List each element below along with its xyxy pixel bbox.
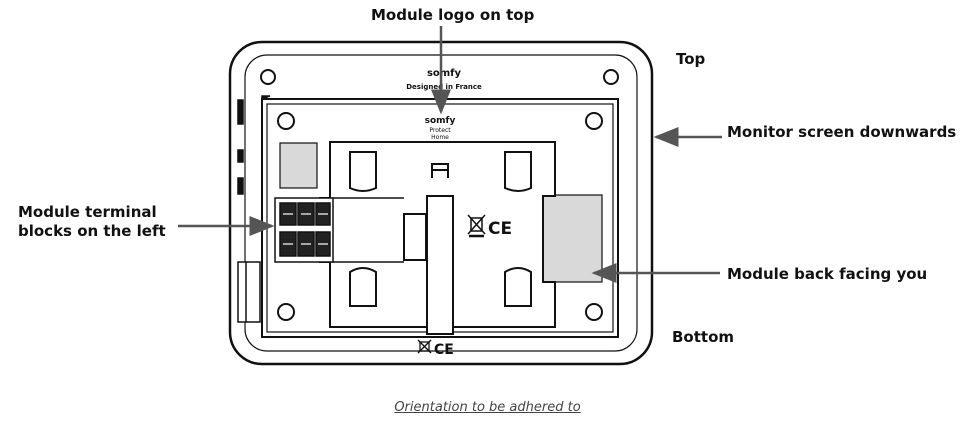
label-top: Top	[676, 50, 706, 68]
label-screen-downwards: Monitor screen downwards	[727, 123, 957, 141]
terminal-blocks	[274, 197, 404, 263]
vertical-strap	[403, 195, 454, 335]
weee-bin-icon	[467, 214, 486, 238]
bracket-notches-top	[349, 151, 532, 192]
brand-logo-outer: somfy	[427, 68, 462, 79]
terminal-screw-slots	[283, 213, 328, 245]
grey-label-left	[279, 142, 318, 189]
label-terminal-blocks: Module terminal blocks on the left	[18, 203, 166, 240]
brand-logo-inner: somfy	[425, 116, 456, 126]
module-screw-holes	[277, 112, 603, 321]
brand-inner-sub-1: Protect	[429, 127, 451, 134]
bracket-notches-bottom	[349, 267, 532, 307]
label-back-facing: Module back facing you	[727, 265, 928, 283]
brand-outer-sub: Designed in France	[406, 83, 482, 91]
ce-mark-icon: CE	[488, 219, 512, 239]
housing-screw-holes	[260, 69, 619, 85]
brand-inner-sub-2: Home	[431, 134, 449, 141]
center-hook	[431, 163, 449, 178]
ce-mark-bottom: CE	[434, 342, 454, 358]
grey-label-right	[542, 194, 603, 283]
label-bottom: Bottom	[672, 328, 735, 346]
diagram-caption: Orientation to be adhered to	[394, 400, 581, 415]
annotation-arrows	[178, 26, 722, 283]
label-logo-on-top: Module logo on top	[371, 6, 535, 24]
weee-bin-icon-bottom	[417, 339, 432, 354]
